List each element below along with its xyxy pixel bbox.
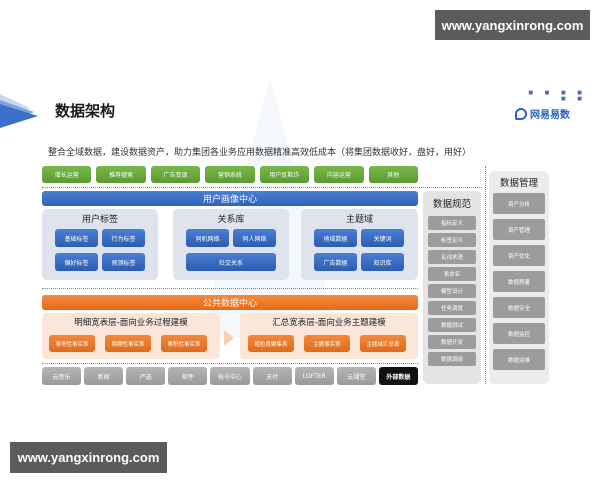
relation-same-person: 同人网络: [233, 229, 276, 247]
page-subtitle: 整合全域数据，建设数据资产，助力集团各业务应用数据精准高效低成本（将集团数据收好…: [48, 148, 472, 158]
panel-user-tags: 用户标签 基础标签 行为标签 偏好标签 预测标签: [42, 209, 158, 280]
data-architecture-diagram: 增长运营 推荐搜索 广告变现 营销系统 用户反欺诈 内容运营 其他 用户画像中心…: [42, 166, 554, 466]
spec-metric-definition: 指标定义: [428, 216, 476, 230]
spec-task-scheduling: 任务调度: [428, 301, 476, 315]
tag-basic: 基础标签: [55, 229, 98, 247]
tag-behavior: 行为标签: [102, 229, 145, 247]
data-management-panel: 数据管理 资产分析 资产管理 资产优化 数据质量 数据安全 数据监控 数据运维: [489, 171, 549, 384]
panel-title: 用户标签: [81, 215, 118, 225]
domain-ad-data: 广告数据: [314, 253, 357, 271]
app-marketing-system: 营销系统: [205, 166, 255, 183]
layer-title: 汇总宽表层-面向业务主题建模: [272, 318, 386, 328]
mgmt-asset-optimization: 资产优化: [493, 245, 545, 266]
logo-tagline: ■ ■ ■ ■ ■ ■: [528, 90, 587, 102]
source-cloud-music: 云音乐: [42, 367, 82, 385]
source-yanxuan: 严选: [126, 367, 166, 385]
summary-wide-table-layer: 汇总宽表层-面向业务主题建模 粗粒度聚集表 主题事实表 主题域汇总表: [240, 313, 418, 359]
domain-knowledge-base: 知识库: [361, 253, 404, 271]
watermark-top: www.yangxinrong.com: [435, 10, 590, 40]
panel-title: 主题域: [345, 215, 373, 225]
divider-line: [42, 288, 418, 289]
spec-glossary: 名词术语: [428, 250, 476, 264]
panel-subject-domain: 主题域 地域数据 关键词 广告数据 知识库: [301, 209, 418, 280]
mgmt-data-quality: 数据质量: [493, 271, 545, 292]
spec-data-testing: 数据测试: [428, 318, 476, 332]
relation-social: 社交关系: [186, 253, 276, 271]
spec-data-development: 数据开发: [428, 335, 476, 349]
tag-prediction: 预测标签: [102, 253, 145, 271]
app-anti-fraud: 用户反欺诈: [259, 166, 310, 183]
coarse-aggregate-table: 粗粒度聚集表: [248, 335, 294, 352]
architecture-slide: 数据架构 ■ ■ ■ ■ ■ ■ 网易易数 整合全域数据，建设数据资产，助力集团…: [0, 78, 600, 408]
mgmt-asset-analysis: 资产分析: [493, 193, 545, 214]
mgmt-data-monitoring: 数据监控: [493, 323, 545, 344]
public-data-center-bar: 公共数据中心: [42, 295, 418, 310]
source-news: 新闻: [84, 367, 124, 385]
cumulative-fact-table: 累积性事实表: [161, 335, 207, 352]
source-cloud-classroom: 云课堂: [336, 367, 376, 385]
spec-data-research: 数据调研: [428, 352, 476, 366]
app-growth-ops: 增长运营: [42, 166, 92, 183]
application-layer: 增长运营 推荐搜索 广告变现 营销系统 用户反欺诈 内容运营 其他: [42, 166, 418, 183]
blue-arrow-decoration-icon: [0, 94, 38, 128]
logo-name: 网易易数: [530, 110, 570, 121]
app-content-ops: 内容运营: [314, 166, 364, 183]
detail-wide-table-layer: 明细宽表层-面向业务过程建模 事务性事实表 周期性事实表 累积性事实表: [42, 313, 220, 359]
divider-line: [42, 187, 482, 188]
panel-title: 关系库: [217, 215, 245, 225]
source-mail: 邮件: [168, 367, 208, 385]
tag-preference: 偏好标签: [55, 253, 98, 271]
divider-line: [42, 363, 418, 364]
mgmt-data-security: 数据安全: [493, 297, 545, 318]
panel-title: 数据管理: [499, 178, 538, 189]
relation-same-device: 同机网络: [186, 229, 229, 247]
source-account-center: 帐号中心: [210, 367, 250, 385]
source-payment: 支付: [252, 367, 292, 385]
transaction-fact-table: 事务性事实表: [49, 335, 95, 352]
source-external-data: 外部数据: [378, 367, 418, 385]
data-source-layer: 云音乐 新闻 严选 邮件 帐号中心 支付 LOFTER 云课堂 外部数据: [42, 367, 418, 385]
divider-line-vertical: [485, 166, 486, 384]
spec-model-design: 模型设计: [428, 284, 476, 298]
page-title: 数据架构: [55, 102, 116, 120]
subject-domain-summary-table: 主题域汇总表: [360, 335, 406, 352]
data-specification-panel: 数据规范 指标定义 标签定义 名词术语 表命名 模型设计 任务调度 数据测试 数…: [423, 191, 481, 384]
panel-title: 数据规范: [432, 199, 471, 210]
source-lofter: LOFTER: [294, 367, 334, 385]
panel-relation-db: 关系库 同机网络 同人网络 社交关系: [173, 209, 289, 280]
watermark-bottom: www.yangxinrong.com: [10, 442, 167, 473]
subject-fact-table: 主题事实表: [304, 335, 350, 352]
spec-tag-definition: 标签定义: [428, 233, 476, 247]
domain-region: 地域数据: [314, 229, 357, 247]
periodic-fact-table: 周期性事实表: [105, 335, 151, 352]
domain-keyword: 关键词: [361, 229, 404, 247]
app-other: 其他: [368, 166, 418, 183]
app-recommend-search: 推荐搜索: [96, 166, 146, 183]
netease-yishu-logo-icon: [515, 107, 527, 120]
app-ad-monetization: 广告变现: [150, 166, 201, 183]
user-profile-center-bar: 用户画像中心: [42, 191, 418, 206]
brand-logo: ■ ■ ■ ■ ■ ■ 网易易数: [515, 90, 587, 130]
spec-table-naming: 表命名: [428, 267, 476, 281]
flow-arrow-icon: [224, 330, 234, 346]
mgmt-asset-management: 资产管理: [493, 219, 545, 240]
layer-title: 明细宽表层-面向业务过程建模: [74, 318, 188, 328]
mgmt-data-operations: 数据运维: [493, 349, 545, 370]
background-triangle-decoration: [200, 78, 340, 338]
